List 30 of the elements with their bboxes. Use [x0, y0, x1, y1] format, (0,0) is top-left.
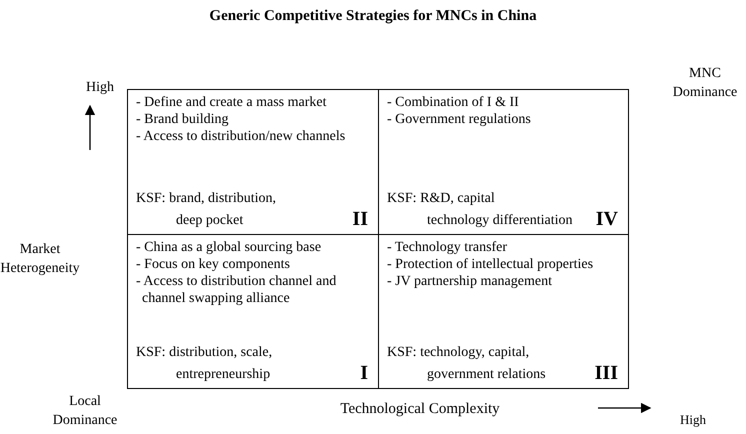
- axis-label: High: [85, 79, 115, 97]
- bullet-item: - China as a global sourcing base: [136, 239, 322, 256]
- quadrant-numeral: IV: [596, 208, 618, 231]
- chart-title: Generic Competitive Strategies for MNCs in China: [208, 8, 538, 25]
- axis-label: Local Dominance: [52, 393, 118, 430]
- quadrant-cell: [378, 234, 629, 389]
- axis-label: High: [679, 411, 707, 429]
- bullet-item: - Access to distribution channel and channel swapping alliance: [136, 273, 336, 307]
- ksf-note: KSF: technology, capital, government relations: [387, 344, 546, 384]
- bullet-item: - Access to distribution/new channels: [136, 128, 346, 145]
- bullet-item: - JV partnership management: [387, 273, 552, 290]
- quadrant-numeral: II: [352, 208, 368, 231]
- bullet-item: - Combination of I & II: [387, 94, 519, 111]
- quadrant-cell: [378, 89, 629, 235]
- ksf-note: KSF: distribution, scale, entrepreneurship: [136, 344, 272, 384]
- axis-label: Technological Complexity: [339, 400, 501, 419]
- bullet-item: - Protection of intellectual properties: [387, 256, 594, 273]
- bullet-item: - Define and create a mass market: [136, 94, 326, 111]
- axis-label: Market Heterogeneity: [0, 241, 80, 278]
- axis-label: MNC Dominance: [672, 65, 738, 102]
- bullet-item: - Technology transfer: [387, 239, 508, 256]
- bullet-item: - Focus on key components: [136, 256, 290, 273]
- ksf-note: KSF: R&D, capital technology differentiation: [387, 190, 573, 230]
- quadrant-cell: [127, 234, 379, 389]
- ksf-note: KSF: brand, distribution, deep pocket: [136, 190, 276, 230]
- quadrant-numeral: III: [594, 362, 618, 385]
- quadrant-numeral: I: [360, 362, 368, 385]
- bullet-item: - Government regulations: [387, 111, 531, 128]
- quadrant-cell: [127, 89, 379, 235]
- bullet-item: - Brand building: [136, 111, 229, 128]
